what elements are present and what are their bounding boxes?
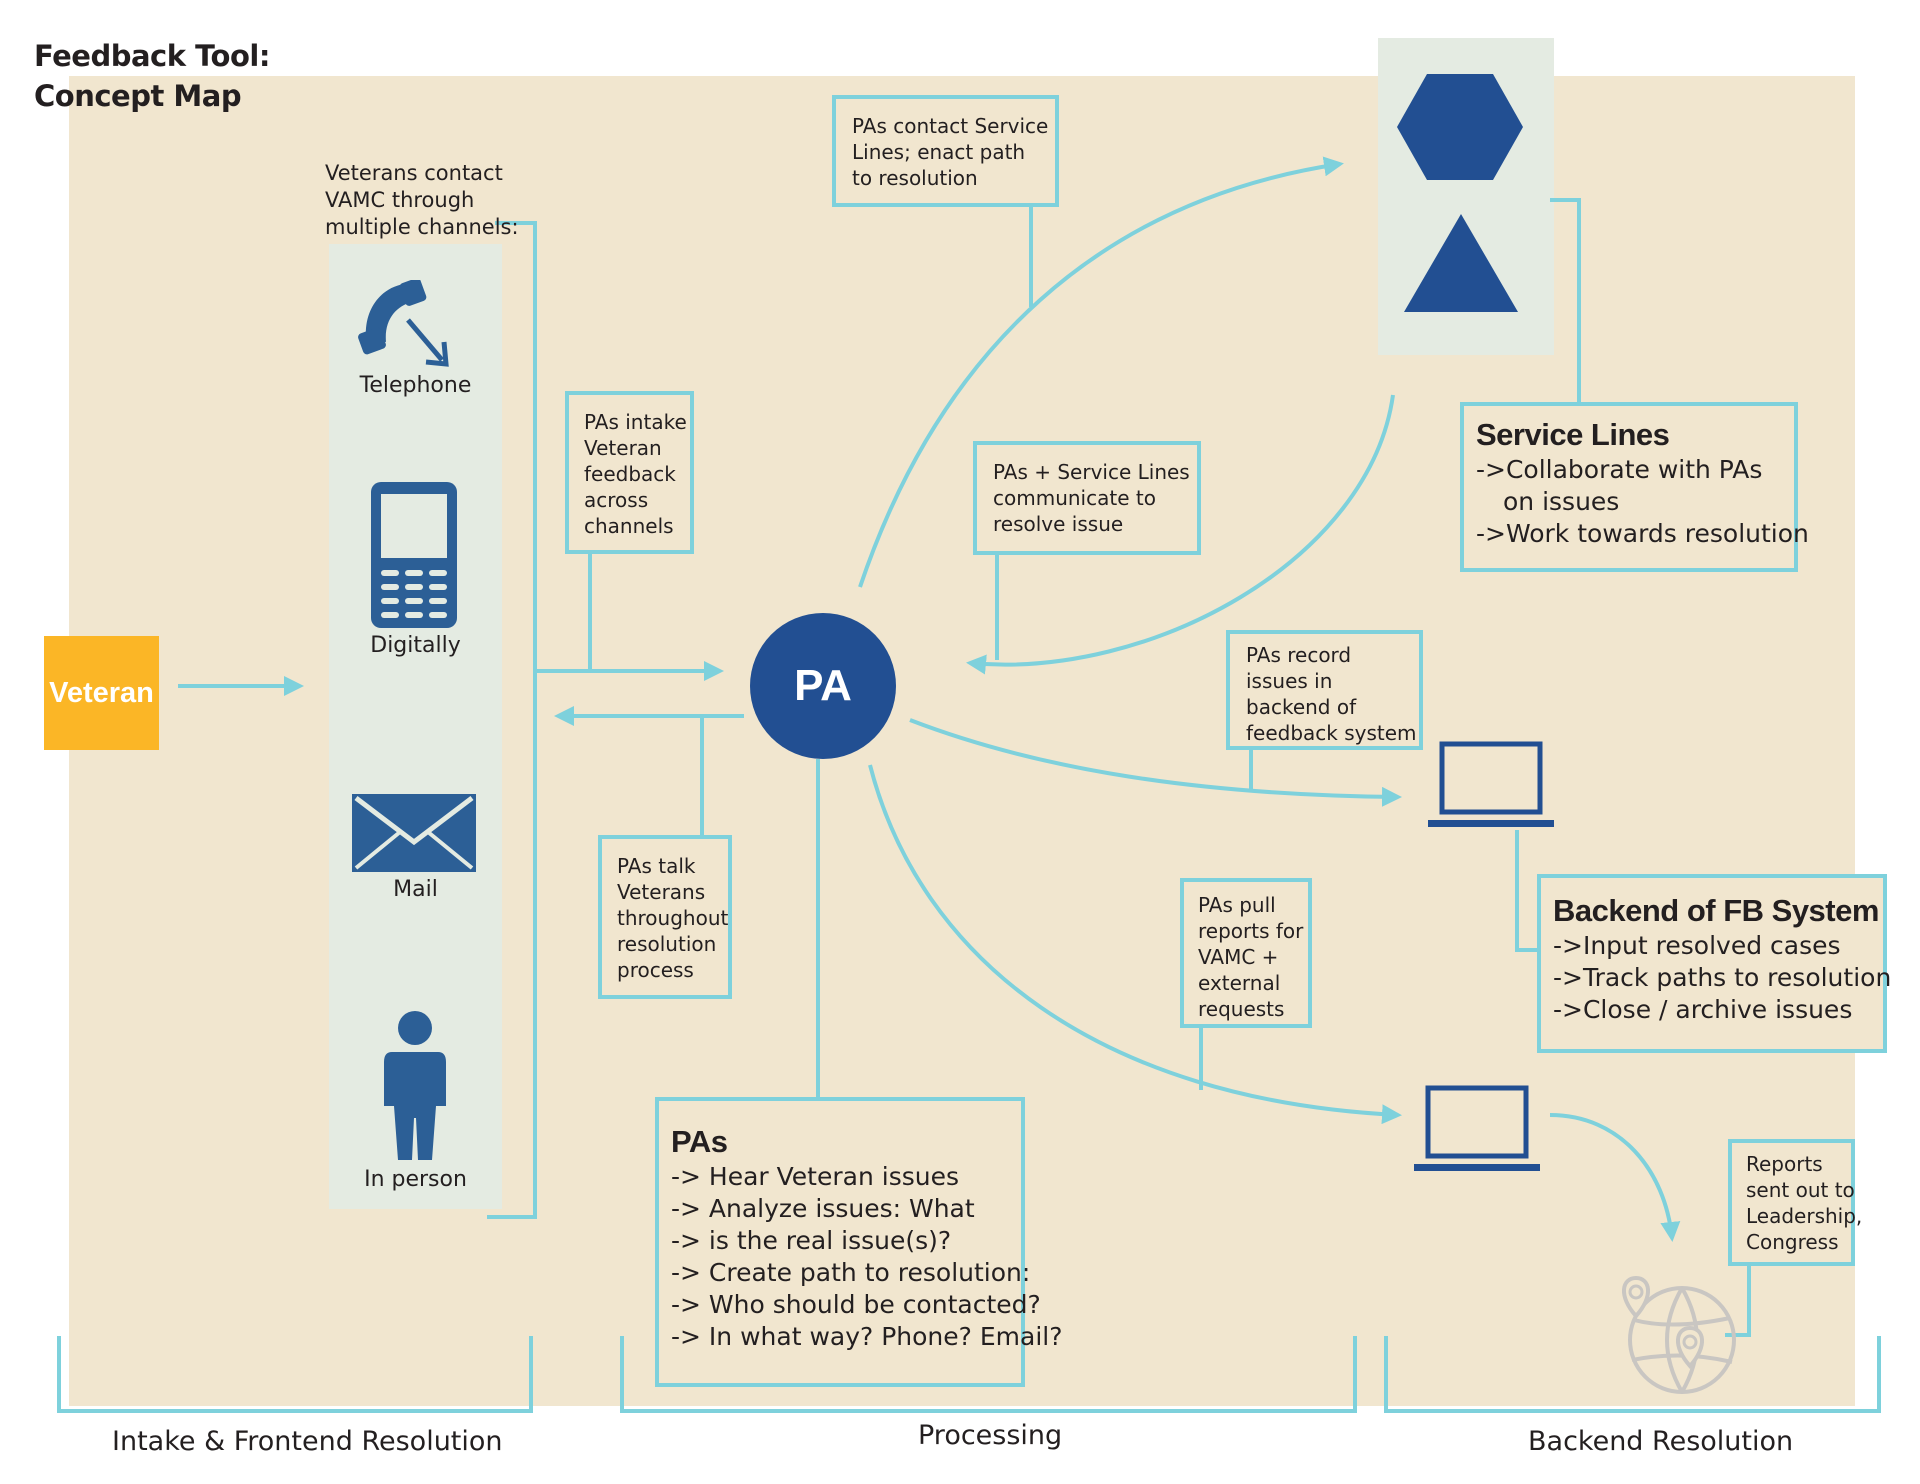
pa-to-service-lines-arrow	[858, 156, 1344, 588]
channel-label-telephone: Telephone	[359, 373, 472, 398]
callout-line: resolve issue	[993, 512, 1124, 536]
title-line-2: Concept Map	[34, 79, 242, 113]
channel-label-mail: Mail	[393, 877, 438, 902]
callout-line: feedback	[584, 462, 676, 486]
pas-box-item: -> Hear Veteran issues	[671, 1162, 960, 1191]
service-lines-to-pa-arrow	[966, 394, 1395, 675]
service-lines-item: ->Collaborate with PAs	[1476, 455, 1763, 484]
callout-line: Veteran	[584, 436, 662, 460]
callout-line: Congress	[1746, 1230, 1839, 1254]
callout-line: PAs pull	[1198, 893, 1276, 917]
page-title: Feedback Tool: Concept Map	[34, 36, 270, 116]
callout-line: sent out to	[1746, 1178, 1855, 1202]
telephone-icon	[358, 280, 449, 367]
callout-line: feedback system	[1246, 721, 1417, 745]
backend-item: ->Input resolved cases	[1553, 931, 1841, 960]
callout-pas-contact-service-lines: PAs contact Service Lines; enact path to…	[832, 95, 1059, 207]
callout-pas-intake: PAs intake Veteran feedback across chann…	[565, 391, 694, 554]
envelope-icon	[352, 794, 476, 872]
callout-line: PAs intake	[584, 410, 687, 434]
callout-line: reports for	[1198, 919, 1304, 943]
mobile-phone-icon	[371, 482, 457, 628]
backend-leader	[1515, 830, 1542, 952]
callout-pas-record: PAs record issues in backend of feedback…	[1226, 630, 1423, 750]
service-lines-box: Service Lines ->Collaborate with PAs on …	[1460, 402, 1809, 572]
pas-box-item: -> is the real issue(s)?	[671, 1226, 952, 1255]
laptop-to-globe-arrow	[1549, 1113, 1681, 1242]
callout-line: external	[1198, 971, 1281, 995]
callout-line: backend of	[1246, 695, 1357, 719]
callout-line: requests	[1198, 997, 1285, 1021]
processing-section-bracket	[620, 1336, 1357, 1413]
callout-pas-communicate: PAs + Service Lines communicate to resol…	[973, 441, 1201, 555]
person-icon	[384, 1011, 446, 1160]
section-label-intake: Intake & Frontend Resolution	[112, 1426, 503, 1457]
globe-pins-icon	[1622, 1275, 1736, 1394]
veteran-node: Veteran	[44, 636, 159, 750]
callout-line: PAs record	[1246, 643, 1352, 667]
callout-line: PAs talk	[617, 854, 696, 878]
callout-line: issues in	[1246, 669, 1333, 693]
hexagon-icon	[1397, 74, 1523, 180]
backend-box: Backend of FB System ->Input resolved ca…	[1537, 874, 1892, 1053]
pa-to-reports-laptop-arrow	[868, 764, 1402, 1125]
channel-label-digitally: Digitally	[370, 633, 461, 658]
intake-section-bracket	[57, 1336, 533, 1413]
service-lines-leader	[1550, 198, 1581, 404]
callout-line: to resolution	[852, 166, 978, 190]
callout-line: Reports	[1746, 1152, 1823, 1176]
callout-line: resolution	[617, 932, 717, 956]
pa-to-backend-laptop-arrow	[909, 718, 1402, 807]
title-line-1: Feedback Tool:	[34, 39, 270, 73]
callout-line: Veterans	[617, 880, 706, 904]
callout-line: channels	[584, 514, 674, 538]
channel-label-in-person: In person	[364, 1167, 467, 1192]
channels-bracket	[487, 221, 537, 1219]
section-label-backend: Backend Resolution	[1528, 1426, 1794, 1457]
channels-header: Veterans contact VAMC through multiple c…	[325, 160, 519, 241]
service-lines-title: Service Lines	[1476, 417, 1670, 452]
callout-reports-sent: Reports sent out to Leadership, Congress	[1728, 1139, 1863, 1266]
pa-node: PA	[750, 613, 896, 759]
laptop-icon	[1414, 1085, 1540, 1171]
backend-item: ->Close / archive issues	[1553, 995, 1853, 1024]
channels-panel	[329, 244, 502, 1209]
service-lines-item: ->Work towards resolution	[1476, 519, 1809, 548]
callout-line: PAs + Service Lines	[993, 460, 1190, 484]
pas-box-item: -> Who should be contacted?	[671, 1290, 1041, 1319]
backend-section-bracket	[1384, 1336, 1881, 1413]
callout-line: Leadership,	[1746, 1204, 1863, 1228]
section-label-processing: Processing	[918, 1420, 1063, 1451]
channels-header-line: Veterans contact	[325, 161, 503, 185]
laptop-icon	[1428, 741, 1554, 827]
callout-line: process	[617, 958, 694, 982]
channels-header-line: VAMC through	[325, 188, 475, 212]
callout-line: PAs contact Service	[852, 114, 1049, 138]
callout-line: across	[584, 488, 649, 512]
callout-line: communicate to	[993, 486, 1156, 510]
callout-pas-talk: PAs talk Veterans throughout resolution …	[598, 835, 732, 999]
backend-item: ->Track paths to resolution	[1553, 963, 1892, 992]
triangle-icon	[1404, 214, 1518, 312]
pas-box-item: -> Create path to resolution:	[671, 1258, 1031, 1287]
callout-line: Lines; enact path	[852, 140, 1026, 164]
pas-box-title: PAs	[671, 1124, 728, 1159]
pas-box-item: -> Analyze issues: What	[671, 1194, 975, 1223]
pas-description-box: PAs -> Hear Veteran issues -> Analyze is…	[655, 1097, 1063, 1387]
callout-pas-pull-reports: PAs pull reports for VAMC + external req…	[1180, 878, 1312, 1028]
backend-title: Backend of FB System	[1553, 893, 1879, 928]
callout-line: VAMC +	[1198, 945, 1279, 969]
service-lines-item: on issues	[1503, 487, 1620, 516]
channels-header-line: multiple channels:	[325, 215, 519, 239]
callout-line: throughout	[617, 906, 729, 930]
pas-box-item: -> In what way? Phone? Email?	[671, 1322, 1063, 1351]
